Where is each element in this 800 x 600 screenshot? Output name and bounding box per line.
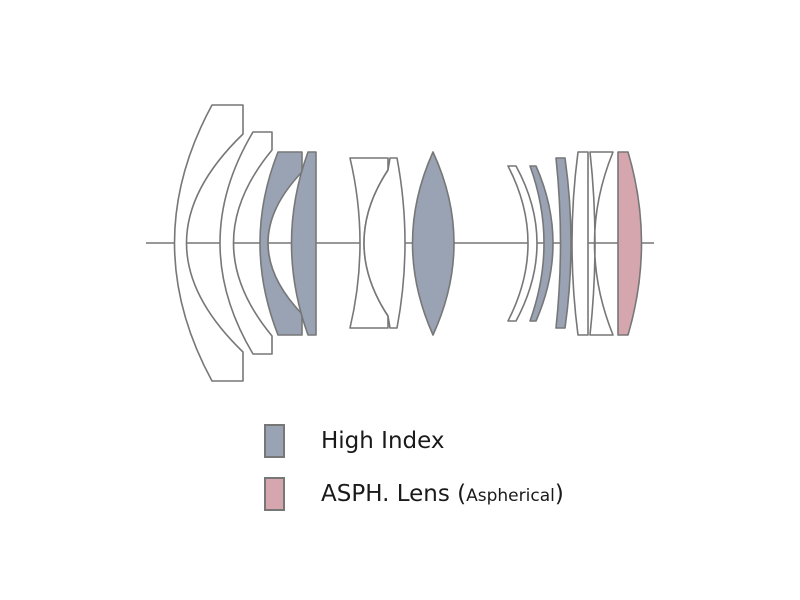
aspherical-label-close: ): [554, 481, 564, 507]
lens-element-10: [555, 157, 572, 329]
high-index-label: High Index: [321, 428, 445, 454]
legend-item-aspherical: ASPH. Lens (Aspherical): [264, 476, 564, 512]
lens-element-9: [529, 165, 554, 322]
lens-element-2: [219, 131, 273, 355]
lens-element-12: [589, 151, 614, 336]
lens-element-11: [571, 151, 589, 336]
high-index-swatch: [264, 424, 285, 458]
aspherical-swatch: [264, 477, 285, 511]
lens-element-13: [617, 151, 643, 336]
lens-element-4: [290, 151, 317, 336]
lens-element-1: [173, 104, 244, 382]
aspherical-label-main: ASPH. Lens (: [321, 481, 467, 507]
legend-item-high-index: High Index: [264, 423, 445, 459]
lens-element-7: [411, 151, 455, 336]
aspherical-label: ASPH. Lens (Aspherical): [321, 481, 564, 507]
lens-element-6: [363, 157, 406, 329]
aspherical-label-note: Aspherical: [466, 486, 555, 506]
lens-element-8: [507, 165, 538, 322]
